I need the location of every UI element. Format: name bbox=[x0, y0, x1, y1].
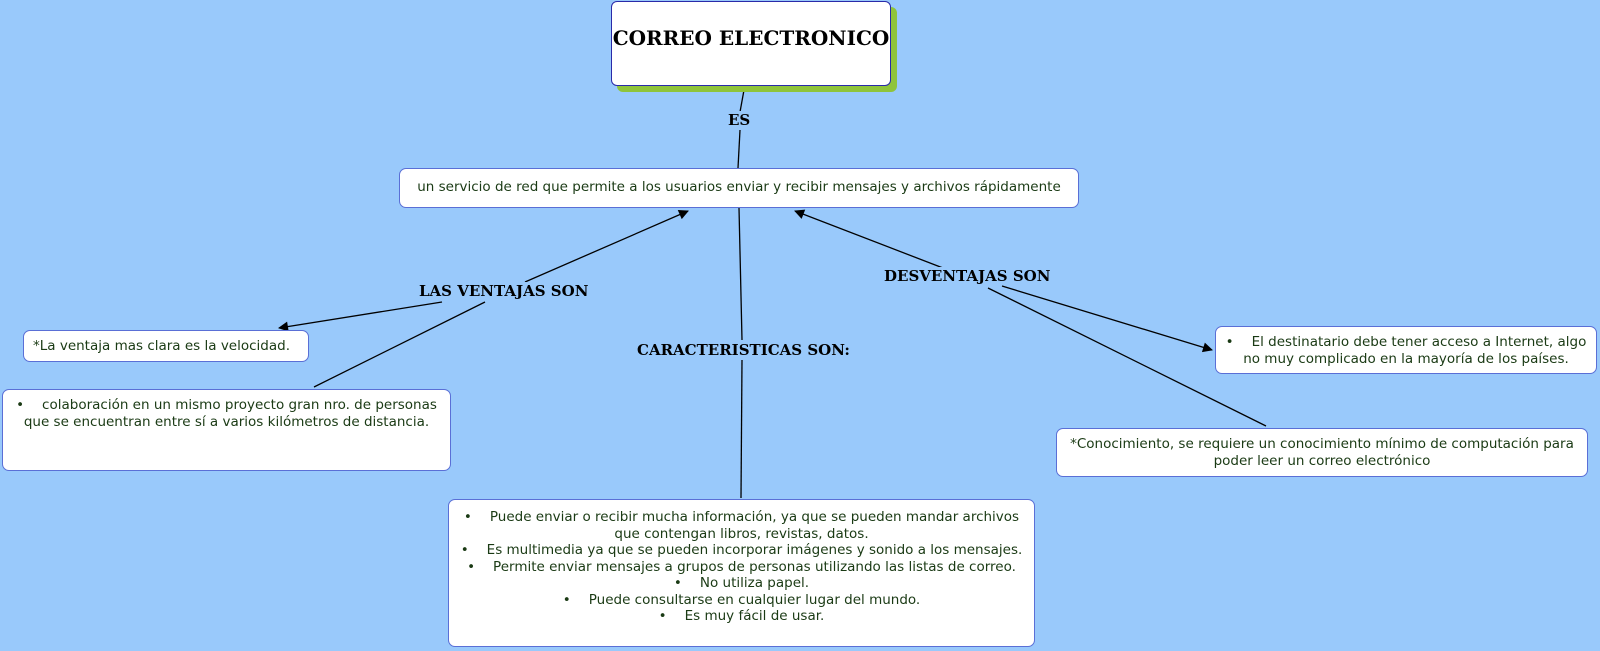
caracteristica-item: Puede consultarse en cualquier lugar del… bbox=[457, 592, 1026, 609]
title-node[interactable]: CORREO ELECTRONICO bbox=[611, 1, 891, 86]
line-desventajas-internet bbox=[1001, 285, 1213, 353]
desventaja-conocimiento-text: *Conocimiento, se requiere un conocimien… bbox=[1070, 436, 1574, 469]
line-desventajas-conocimiento bbox=[987, 287, 1267, 427]
caracteristica-item: Es muy fácil de usar. bbox=[457, 608, 1026, 625]
link-label-es: ES bbox=[725, 111, 754, 129]
title-text: CORREO ELECTRONICO bbox=[612, 26, 890, 50]
line-title-es bbox=[739, 89, 745, 113]
link-label-caracteristicas: CARACTERISTICAS SON: bbox=[634, 341, 853, 359]
caracteristica-item: Es multimedia ya que se pueden incorpora… bbox=[457, 542, 1026, 559]
line-es-definition bbox=[737, 129, 741, 169]
definition-node[interactable]: un servicio de red que permite a los usu… bbox=[399, 168, 1079, 208]
ventaja-velocidad-text: *La ventaja mas clara es la velocidad. bbox=[33, 338, 291, 354]
line-definition-caracteristicas bbox=[738, 207, 743, 341]
line-ventajas-velocidad bbox=[278, 301, 443, 332]
link-label-desventajas: DESVENTAJAS SON bbox=[881, 267, 1054, 285]
desventaja-internet-text: El destinatario debe tener acceso a Inte… bbox=[1224, 334, 1588, 367]
caracteristica-item: No utiliza papel. bbox=[457, 575, 1026, 592]
caracteristicas-node[interactable]: Puede enviar o recibir mucha información… bbox=[448, 499, 1035, 647]
line-caracteristicas-list bbox=[740, 359, 743, 499]
caracteristica-item: Puede enviar o recibir mucha información… bbox=[457, 509, 1026, 542]
ventaja-velocidad-node[interactable]: *La ventaja mas clara es la velocidad. bbox=[23, 330, 309, 362]
caracteristica-item: Permite enviar mensajes a grupos de pers… bbox=[457, 559, 1026, 576]
line-ventajas-colaboracion bbox=[313, 301, 486, 388]
line-ventajas-definition bbox=[524, 210, 689, 283]
desventaja-conocimiento-node[interactable]: *Conocimiento, se requiere un conocimien… bbox=[1056, 428, 1588, 477]
line-desventajas-definition bbox=[794, 209, 944, 269]
ventaja-colaboracion-text: colaboración en un mismo proyecto gran n… bbox=[11, 397, 442, 430]
link-label-ventajas: LAS VENTAJAS SON bbox=[416, 282, 592, 300]
definition-text: un servicio de red que permite a los usu… bbox=[417, 179, 1061, 195]
desventaja-internet-node[interactable]: El destinatario debe tener acceso a Inte… bbox=[1215, 326, 1597, 374]
ventaja-colaboracion-node[interactable]: colaboración en un mismo proyecto gran n… bbox=[2, 389, 451, 471]
